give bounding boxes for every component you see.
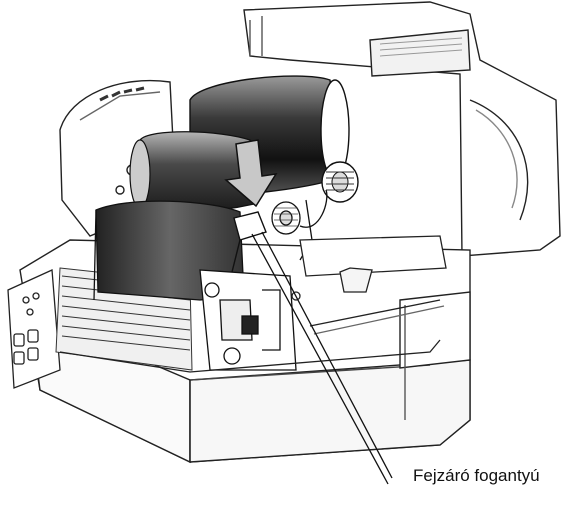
front-cover-edge [59, 339, 441, 462]
open-top-cover [243, 1, 561, 257]
label-guide-rail [291, 235, 447, 335]
ribbon-take-up-roll [129, 131, 255, 213]
down-arrow-indicator [224, 139, 278, 208]
head-latch-handle-label: Fejzáró fogantyú [413, 466, 540, 485]
print-head-assembly [199, 269, 297, 371]
front-control-panel [7, 269, 61, 389]
head-latch-lever [231, 211, 267, 273]
spindle-hub [271, 189, 328, 261]
callout-leader-lines [251, 231, 393, 485]
